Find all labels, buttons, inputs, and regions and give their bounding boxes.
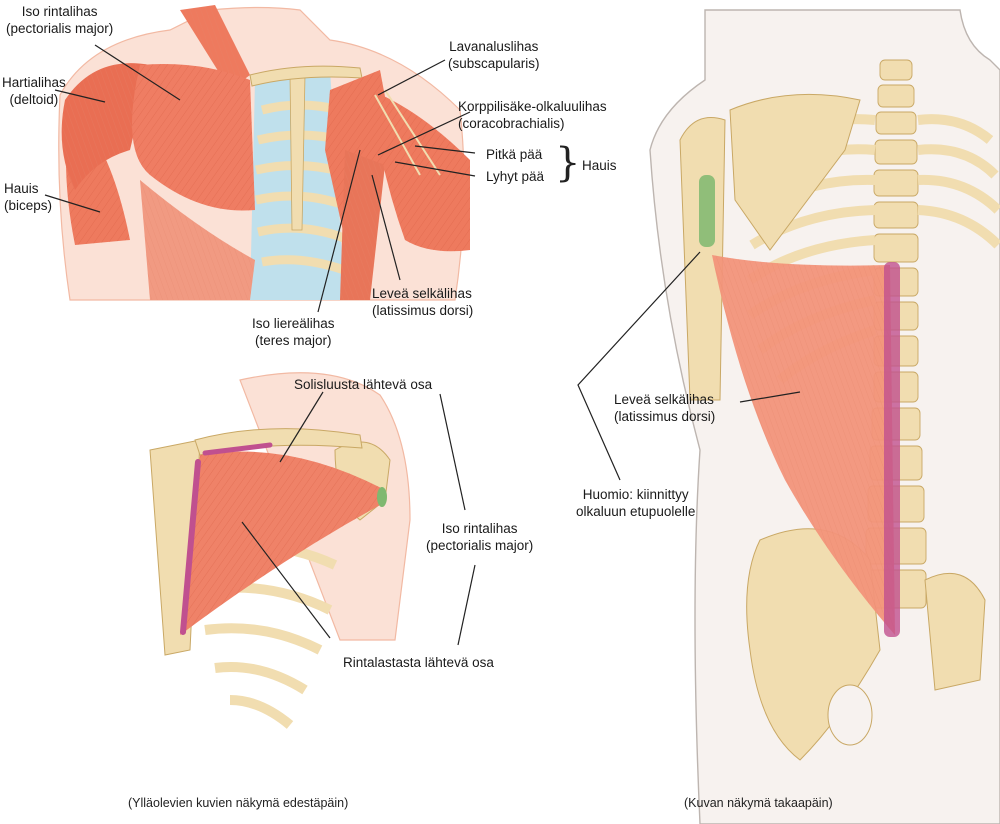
biceps-brace: } bbox=[555, 143, 580, 183]
label-insertion-note: Huomio: kiinnittyy olkaluun etupuolelle bbox=[576, 486, 695, 520]
front-chest-figure bbox=[59, 5, 470, 300]
pectoralis-insertion-mark bbox=[377, 487, 387, 507]
label-pectoralis-major-top: Iso rintalihas (pectorialis major) bbox=[6, 3, 113, 37]
label-sternal-part: Rintalastasta lähtevä osa bbox=[343, 654, 494, 671]
label-biceps: Hauis (biceps) bbox=[4, 180, 52, 214]
latissimus-insertion-mark bbox=[699, 175, 715, 247]
label-latissimus-back: Leveä selkälihas (latissimus dorsi) bbox=[614, 391, 715, 425]
label-latissimus-front: Leveä selkälihas (latissimus dorsi) bbox=[372, 285, 473, 319]
label-pectoralis-major-mid: Iso rintalihas (pectorialis major) bbox=[426, 520, 533, 554]
latissimus-origin-mark bbox=[884, 262, 900, 637]
pectoralis-figure bbox=[150, 373, 410, 725]
caption-front-view: (Ylläolevien kuvien näkymä edestäpäin) bbox=[128, 796, 348, 810]
label-coracobrachialis: Korppilisäke-olkaluulihas (coracobrachia… bbox=[458, 98, 607, 132]
label-clavicular-part: Solisluusta lähtevä osa bbox=[294, 376, 432, 393]
label-short-head: Lyhyt pää bbox=[486, 168, 544, 185]
label-deltoid: Hartialihas (deltoid) bbox=[2, 74, 66, 108]
label-subscapularis: Lavanaluslihas (subscapularis) bbox=[448, 38, 540, 72]
caption-back-view: (Kuvan näkymä takaapäin) bbox=[684, 796, 833, 810]
label-biceps-group: Hauis bbox=[582, 157, 617, 174]
label-long-head: Pitkä pää bbox=[486, 146, 542, 163]
label-teres-major: Iso liereälihas (teres major) bbox=[252, 315, 335, 349]
